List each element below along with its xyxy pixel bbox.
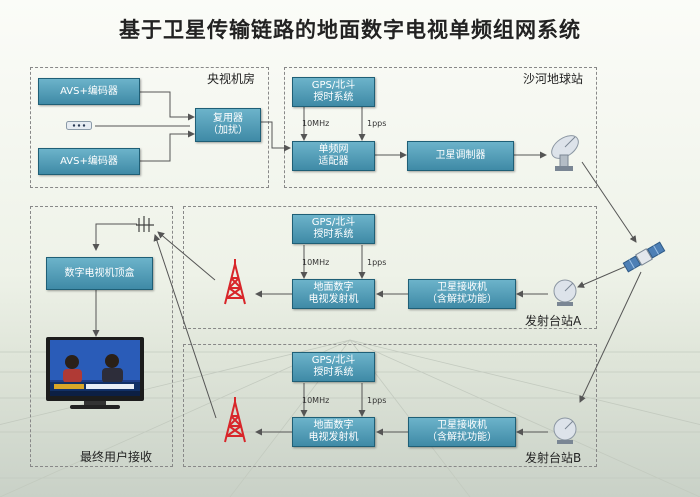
- region-label-site-b: 发射台站B: [525, 451, 582, 465]
- gps-timing-a-line1: GPS/北斗: [311, 217, 356, 228]
- signal-label-10mhz-top: 10MHz: [302, 119, 330, 128]
- device-ellipsis-icon: [66, 121, 92, 130]
- signal-label-10mhz-b: 10MHz: [302, 396, 330, 405]
- gps-timing-a-line2: 授时系统: [313, 229, 354, 240]
- sfn-adapter-line1: 单频网: [318, 144, 349, 155]
- set-top-box-label: 数字电视机顶盒: [64, 267, 135, 279]
- satellite-modulator-label: 卫星调制器: [435, 150, 486, 161]
- satellite-dish-icon: [553, 417, 577, 444]
- satellite-modulator-box: 卫星调制器: [407, 141, 514, 171]
- avs-encoder-2-label: AVS+编码器: [60, 155, 118, 167]
- region-label-cctv: 央视机房: [207, 72, 256, 86]
- multiplexer-label-line2: （加扰）: [208, 125, 248, 136]
- region-label-shahe: 沙河地球站: [523, 72, 584, 86]
- satellite-icon: [622, 241, 666, 273]
- satellite-receiver-a-line2: （含解扰功能）: [427, 294, 497, 305]
- transmitter-b-line1: 地面数字: [313, 420, 354, 431]
- satellite-receiver-a-box: 卫星接收机 （含解扰功能）: [408, 279, 516, 309]
- transmitter-tower-icon: [224, 397, 246, 443]
- satellite-receiver-b-box: 卫星接收机 （含解扰功能）: [408, 417, 516, 447]
- region-site-b: [183, 344, 597, 467]
- transmitter-a-line1: 地面数字: [313, 282, 354, 293]
- sfn-adapter-box: 单频网 适配器: [292, 141, 375, 171]
- transmitter-b-line2: 电视发射机: [308, 432, 359, 443]
- satellite-receiver-a-line1: 卫星接收机: [437, 282, 487, 293]
- multiplexer-label-line1: 复用器: [213, 113, 243, 124]
- rooftop-antenna-icon: [136, 216, 154, 232]
- multiplexer-box: 复用器 （加扰）: [195, 108, 261, 142]
- region-label-site-a: 发射台站A: [525, 314, 582, 328]
- set-top-box: 数字电视机顶盒: [46, 257, 153, 290]
- region-user: [30, 206, 173, 467]
- avs-encoder-2-box: AVS+编码器: [38, 148, 140, 175]
- signal-label-1pps-b: 1pps: [367, 396, 387, 405]
- signal-label-1pps-a: 1pps: [367, 258, 387, 267]
- gps-timing-a-box: GPS/北斗 授时系统: [292, 214, 375, 244]
- region-shahe: [284, 67, 597, 188]
- satellite-dish-icon: [553, 279, 577, 306]
- gps-timing-top-box: GPS/北斗 授时系统: [292, 77, 375, 107]
- television-icon: [46, 337, 144, 409]
- gps-timing-b-line2: 授时系统: [313, 367, 354, 378]
- signal-label-1pps-top: 1pps: [367, 119, 387, 128]
- gps-timing-b-line1: GPS/北斗: [311, 355, 356, 366]
- avs-encoder-1-label: AVS+编码器: [60, 85, 118, 97]
- region-cctv: [30, 67, 269, 188]
- region-label-user: 最终用户接收: [80, 450, 153, 464]
- sfn-adapter-line2: 适配器: [318, 156, 349, 167]
- transmitter-tower-icon: [224, 259, 246, 305]
- gps-timing-top-line2: 授时系统: [313, 92, 354, 103]
- transmitter-a-line2: 电视发射机: [308, 294, 359, 305]
- transmitter-a-box: 地面数字 电视发射机: [292, 279, 375, 309]
- transmitter-b-box: 地面数字 电视发射机: [292, 417, 375, 447]
- satellite-receiver-b-line1: 卫星接收机: [437, 420, 487, 431]
- diagram-title: 基于卫星传输链路的地面数字电视单频组网系统: [119, 18, 581, 42]
- satellite-receiver-b-line2: （含解扰功能）: [427, 432, 497, 443]
- gps-timing-top-line1: GPS/北斗: [311, 80, 356, 91]
- avs-encoder-1-box: AVS+编码器: [38, 78, 140, 105]
- signal-label-10mhz-a: 10MHz: [302, 258, 330, 267]
- region-site-a: [183, 206, 597, 329]
- gps-timing-b-box: GPS/北斗 授时系统: [292, 352, 375, 382]
- satellite-dish-icon: [551, 135, 579, 171]
